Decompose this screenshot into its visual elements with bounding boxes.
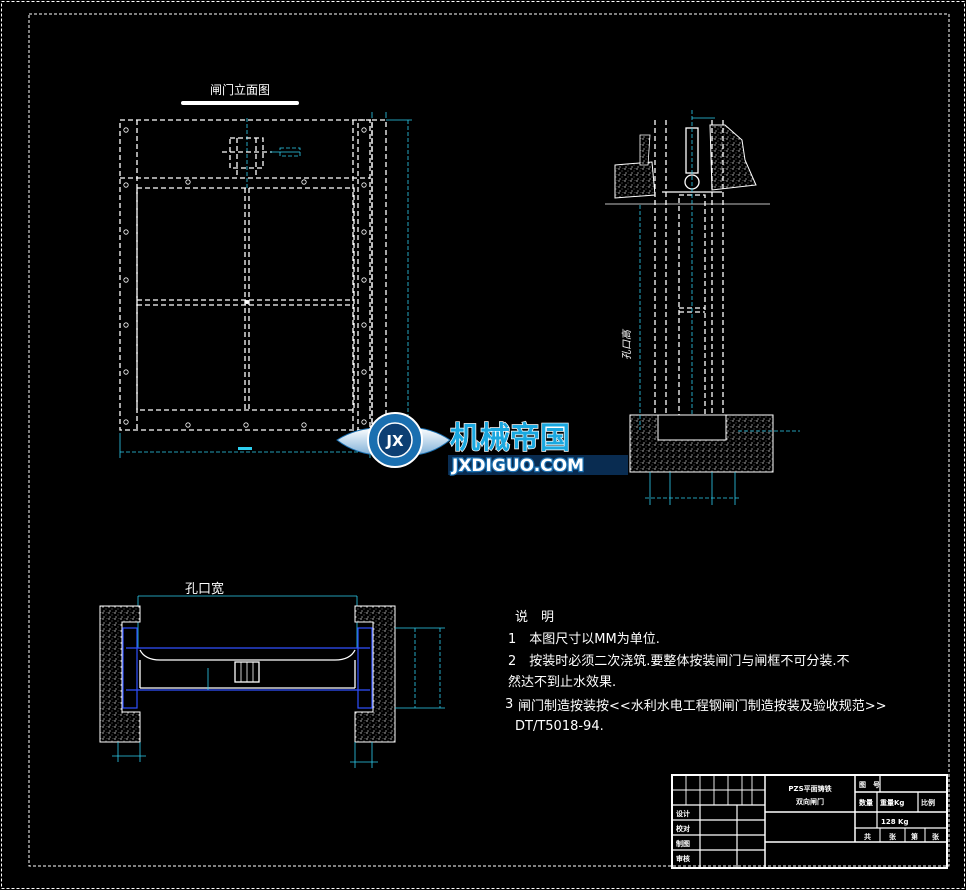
side-section-view: 孔口高 — [605, 110, 800, 505]
note-2-continued: 然达不到止水效果. — [508, 674, 616, 690]
sheet-index-unit: 张 — [932, 832, 940, 841]
note-2: 2 按装时必须二次浇筑.要整体按装闸门与闸框不可分装.不 — [508, 653, 850, 669]
row-label-draft: 制图 — [676, 839, 690, 848]
note-1: 1 本图尺寸以MM为单位. — [508, 632, 660, 647]
weight-label: 重量Kg — [880, 798, 904, 807]
notes-section: 说 明 1 本图尺寸以MM为单位. 2 按装时必须二次浇筑.要整体按装闸门与闸框… — [505, 610, 887, 734]
note-3: 闸门制造按装按<<水利水电工程钢闸门制造按装及验收规范>> — [518, 698, 887, 714]
sheet-total-label: 共 — [864, 832, 871, 841]
row-label-design: 设计 — [676, 809, 690, 818]
anchor-bolt-holes — [123, 127, 367, 428]
drawing-number-label: 图 号 — [859, 780, 880, 789]
plan-section-view: 孔口宽 — [99, 581, 445, 768]
front-view-title: 闸门立面图 — [210, 82, 270, 97]
lifting-lug — [229, 137, 264, 169]
watermark-logo: JX 机械帝国 JXDIGUO.COM — [336, 412, 628, 477]
note-3-number: 3 — [505, 697, 513, 712]
gate-frame-outline — [119, 119, 371, 431]
row-label-approve: 审核 — [676, 854, 690, 863]
right-seal — [357, 627, 373, 709]
note-3-continued: DT/T5018-94. — [515, 719, 604, 734]
weight-value: 128 Kg — [881, 818, 908, 826]
front-elevation-view: 闸门立面图 — [119, 82, 412, 458]
side-view-label: 孔口高 — [621, 328, 633, 360]
inner-sheet-border — [28, 13, 950, 867]
quantity-label: 数量 — [859, 798, 873, 807]
row-label-check: 校对 — [676, 824, 690, 833]
scale-label: 比例 — [921, 798, 935, 807]
product-name-line-2: 双向闸门 — [796, 797, 824, 806]
plan-view-label: 孔口宽 — [185, 581, 224, 597]
title-block: PZS平面铸铁 双向闸门 图 号 数量 重量Kg 比例 128 Kg 设计 校对… — [671, 774, 948, 869]
watermark-chinese-name: 机械帝国 — [450, 421, 570, 456]
left-seal — [122, 627, 138, 709]
product-name-line-1: PZS平面铸铁 — [788, 784, 831, 793]
sheet-total-unit: 张 — [889, 832, 897, 841]
sheet-index-label: 第 — [911, 832, 918, 841]
logo-badge-text: JX — [385, 432, 404, 450]
watermark-site-name: JXDIGUO.COM — [451, 456, 584, 476]
notes-heading: 说 明 — [515, 610, 554, 625]
